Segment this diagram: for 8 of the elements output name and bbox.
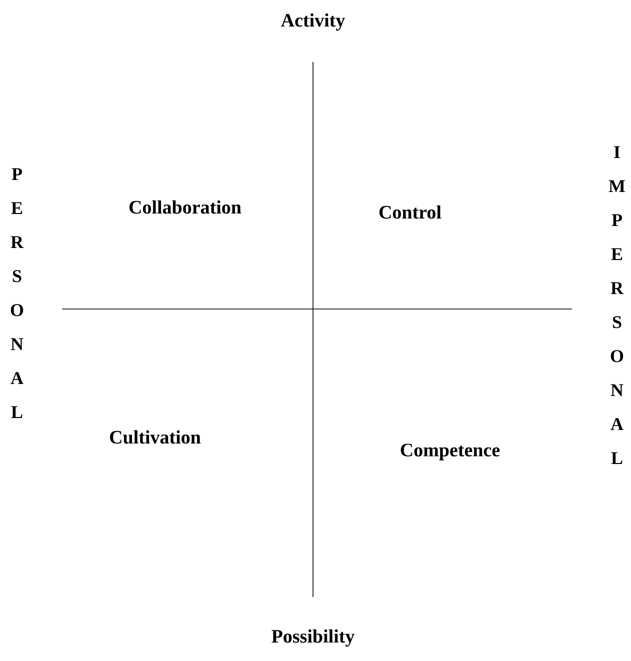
axis-label: Activity	[281, 13, 345, 31]
axis-label: Possibility	[272, 629, 355, 647]
quadrant-label: Competence	[400, 444, 500, 460]
quadrant-label: Control	[379, 205, 442, 219]
axis-label: PERSONAL	[10, 168, 24, 418]
quadrant-label: Cultivation	[110, 430, 201, 444]
axis-label: IMPERSONAL	[608, 146, 625, 464]
quadrant-label: Collaboration	[129, 200, 242, 214]
